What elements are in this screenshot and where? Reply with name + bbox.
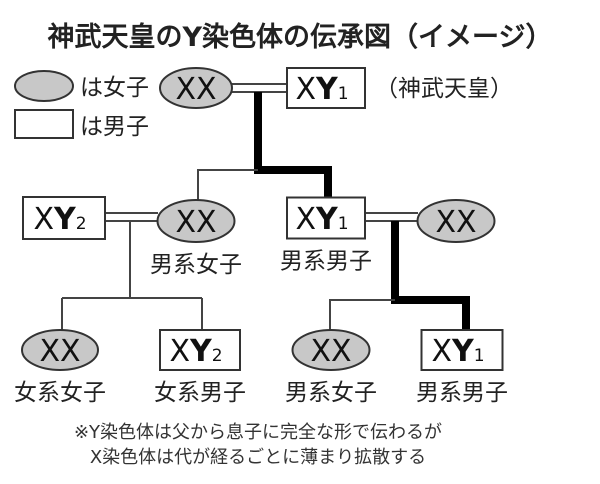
genotype-xy: XY1	[431, 334, 484, 369]
marriage-line-gen1	[232, 83, 287, 93]
y-chromosome: Y	[451, 334, 475, 369]
genotype-xx: XX	[175, 205, 216, 240]
y-chromosome: Y	[315, 72, 339, 107]
x-chromosome: X	[431, 334, 452, 369]
node-gen2-son: XY1 男系男子	[280, 196, 372, 275]
male-box	[22, 196, 106, 240]
x-chromosome: X	[295, 202, 316, 237]
node-gen3-d: XY1 男系男子	[416, 329, 508, 406]
node-gen3-c: XX 男系女子	[285, 329, 377, 406]
emperor-label: （神武天皇）	[375, 76, 513, 102]
node-gen2-inlaw-male: XY2	[22, 196, 106, 240]
node-gen2-inlaw-female: XX	[416, 199, 496, 243]
lineage-label: 男系女子	[285, 380, 377, 406]
female-ellipse	[159, 67, 233, 109]
y-chromosome: Y	[315, 202, 339, 237]
node-gen2-daughter: XX 男系女子	[150, 199, 242, 278]
descent-line-left	[61, 221, 203, 330]
male-box	[286, 67, 366, 109]
y-type-subscript: 2	[212, 346, 223, 366]
legend-male-label: は男子	[80, 114, 149, 140]
legend-female-label: は女子	[80, 75, 149, 101]
female-ellipse	[416, 199, 496, 243]
genotype-xx: XX	[39, 334, 80, 369]
lineage-label: 女系男子	[154, 380, 246, 406]
y1-lineage-line-gen1	[254, 92, 332, 197]
female-ellipse	[156, 199, 236, 243]
legend-female-ellipse-icon	[14, 70, 74, 102]
genotype-xx: XX	[310, 334, 351, 369]
genotype-xy: XY2	[169, 334, 222, 369]
female-ellipse	[291, 329, 371, 371]
lineage-label: 女系女子	[14, 380, 106, 406]
node-gen1-father: XY1	[286, 67, 366, 109]
y-chromosome: Y	[53, 202, 77, 237]
x-chromosome: X	[169, 334, 190, 369]
male-box	[420, 329, 504, 371]
y-type-subscript: 1	[338, 214, 349, 234]
male-box	[159, 329, 241, 371]
diagram-title: 神武天皇のY染色体の伝承図（イメージ）	[47, 21, 552, 53]
descent-line-right	[329, 299, 395, 330]
genotype-xy: XY2	[33, 202, 86, 237]
marriage-line-left	[105, 212, 158, 222]
footnote-line-1: ※Y染色体は父から息子に完全な形で伝わるが	[74, 422, 442, 443]
descent-line-daughter	[197, 169, 258, 200]
y-type-subscript: 1	[338, 84, 349, 104]
footnote-line-2: X染色体は代が経るごとに薄まり拡散する	[90, 447, 426, 468]
node-gen3-b: XY2 女系男子	[154, 329, 246, 406]
lineage-label: 男系女子	[150, 252, 242, 278]
genotype-xx: XX	[435, 205, 476, 240]
y-chromosome: Y	[189, 334, 213, 369]
genotype-xx: XX	[175, 72, 216, 107]
y-type-subscript: 1	[474, 346, 485, 366]
genotype-xy: XY1	[295, 202, 348, 237]
legend-male-box-icon	[14, 109, 74, 139]
y1-lineage-line-gen2	[391, 221, 470, 330]
lineage-label: 男系男子	[416, 380, 508, 406]
genotype-xy: XY1	[295, 72, 348, 107]
lineage-label: 男系男子	[280, 249, 372, 275]
x-chromosome: X	[33, 202, 54, 237]
node-gen3-a: XX 女系女子	[14, 329, 106, 406]
female-ellipse	[21, 329, 99, 371]
x-chromosome: X	[295, 72, 316, 107]
male-box	[286, 196, 366, 240]
y-type-subscript: 2	[76, 214, 87, 234]
node-gen1-mother: XX	[159, 67, 233, 109]
marriage-line-right	[365, 212, 418, 222]
connectors	[61, 83, 470, 330]
